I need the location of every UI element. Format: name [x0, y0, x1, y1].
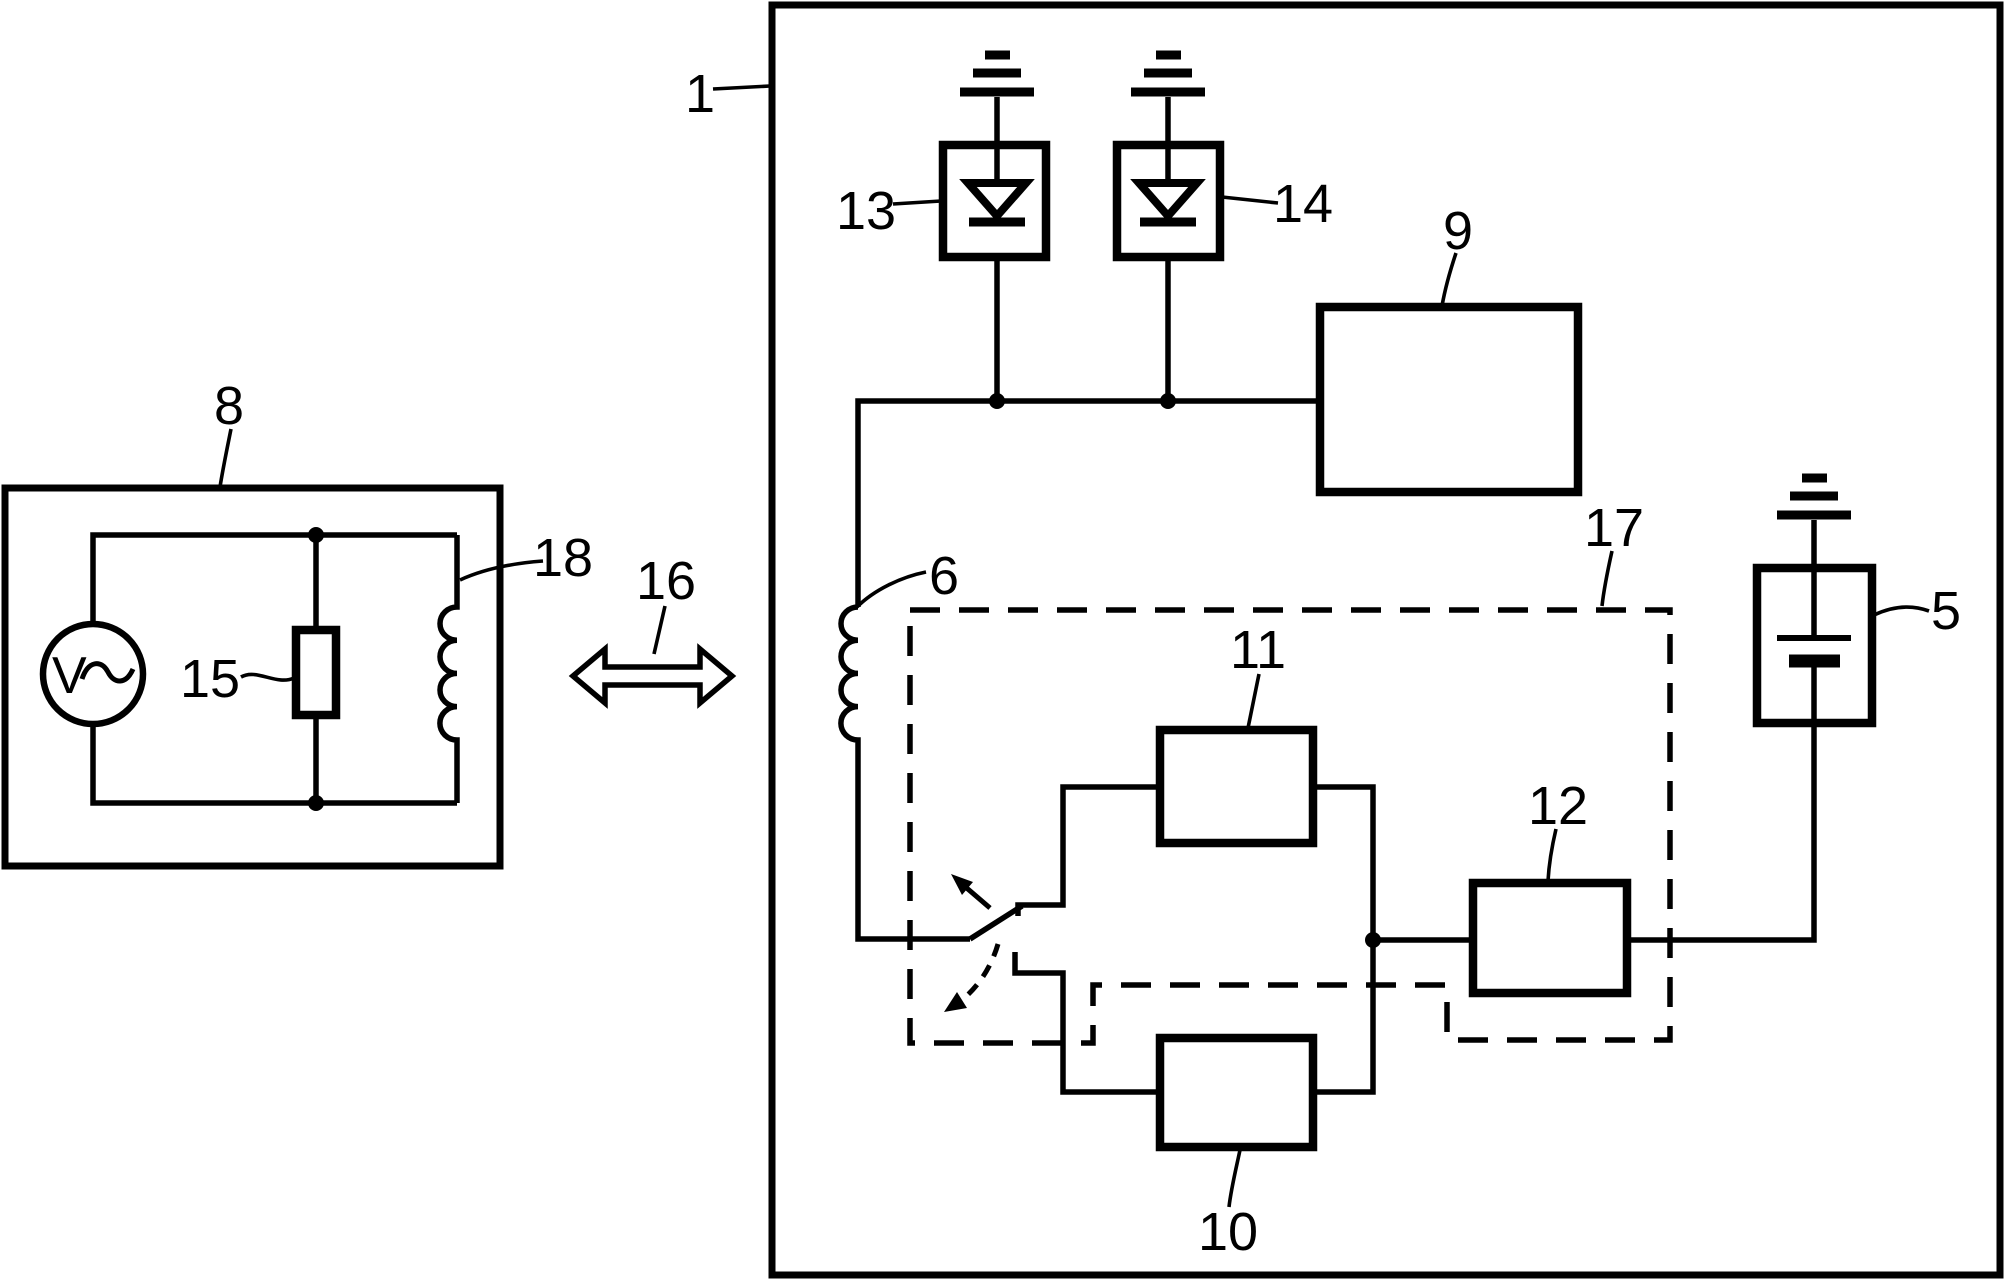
changeover-switch — [944, 784, 1160, 1095]
base-coil-18-icon — [437, 535, 460, 803]
base-bottom-wire — [90, 724, 457, 806]
battery-5: 5 — [1752, 473, 1961, 728]
leader-1 — [712, 84, 771, 91]
sine-wave-icon — [79, 661, 136, 684]
leader-12 — [1546, 828, 1558, 882]
leader-6 — [855, 570, 927, 609]
leader-13 — [892, 199, 942, 206]
inductive-coupling: 16 — [568, 551, 737, 709]
arrow-up-left-icon — [951, 874, 973, 895]
diode-icon — [1130, 179, 1206, 223]
main-unit-outline — [768, 1, 2004, 1279]
transponder-unit: 1 6 13 — [685, 1, 2004, 1279]
switch-blade — [968, 903, 1024, 942]
leader-14 — [1221, 195, 1279, 205]
label-17: 17 — [1584, 498, 1644, 558]
label-10: 10 — [1198, 1202, 1258, 1262]
leader-15 — [240, 672, 295, 682]
label-16: 16 — [636, 551, 696, 611]
ground-icon — [960, 50, 1034, 97]
junction-dot — [308, 795, 324, 811]
label-18: 18 — [533, 528, 593, 588]
label-12: 12 — [1528, 776, 1588, 836]
diode-icon — [959, 179, 1035, 223]
block-12 — [1468, 878, 1632, 998]
block-11 — [1155, 725, 1318, 848]
leader-10 — [1227, 1149, 1242, 1208]
label-6: 6 — [929, 546, 959, 606]
resistor-15 — [291, 625, 341, 720]
leader-8 — [218, 428, 233, 488]
block-10 — [1155, 1033, 1318, 1152]
label-1: 1 — [685, 64, 715, 124]
label-9: 9 — [1443, 201, 1473, 261]
junction-dot — [1160, 393, 1176, 409]
base-station-outline — [1, 484, 504, 870]
double-arrow-icon — [568, 643, 737, 709]
leader-16 — [652, 605, 667, 655]
leader-11 — [1246, 673, 1261, 729]
leader-9 — [1440, 252, 1458, 307]
leader-5 — [1873, 605, 1930, 617]
base-top-wire — [90, 532, 457, 624]
arrow-down-left-icon — [944, 992, 967, 1012]
label-11: 11 — [1230, 620, 1286, 680]
label-14: 14 — [1273, 174, 1333, 234]
label-13: 13 — [836, 181, 896, 241]
ground-icon — [1131, 50, 1205, 97]
block-9 — [1315, 302, 1583, 497]
switch-lower-throw-wire — [1012, 952, 1160, 1095]
diode-13: 13 — [836, 50, 1051, 409]
label-8: 8 — [214, 376, 244, 436]
output-join-wire — [1313, 784, 1376, 1095]
ground-icon — [1777, 473, 1851, 520]
top-rail-wire — [855, 398, 1321, 607]
diode-14: 14 — [1112, 50, 1333, 409]
leader-18 — [459, 559, 544, 582]
ac-source-icon: V — [39, 620, 147, 728]
switch-arrow-down-arc — [960, 943, 1001, 1002]
dashed-module-17-outline — [907, 607, 1673, 1046]
block-12-output-wire — [1627, 723, 1817, 943]
switch-upper-throw-wire — [1015, 784, 1160, 916]
transponder-coil-6-icon — [838, 604, 970, 942]
label-5: 5 — [1931, 581, 1961, 641]
junction-dot — [308, 527, 324, 543]
leader-17 — [1600, 550, 1614, 607]
label-15: 15 — [180, 649, 240, 709]
junction-dot — [989, 393, 1005, 409]
base-station-unit: V 8 15 18 — [1, 376, 593, 870]
